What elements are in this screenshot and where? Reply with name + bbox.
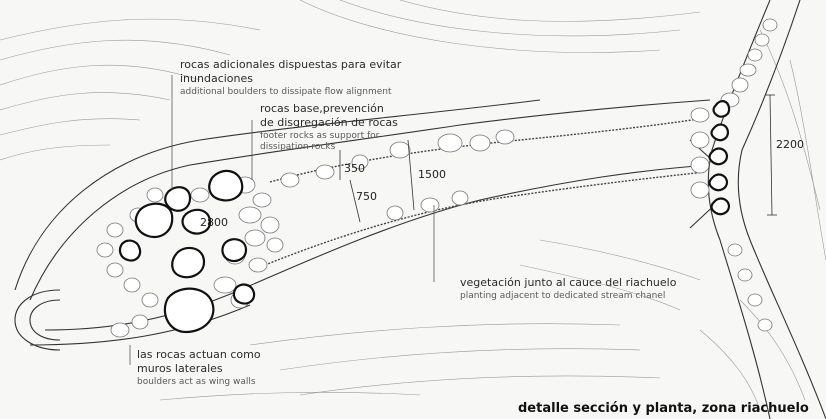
label-wing-walls-es-1: las rocas actuan como: [137, 348, 261, 361]
label-extra-rocks-es-2: inundaciones: [180, 72, 253, 85]
label-base-rocks-es-2: de disgregación de rocas: [260, 116, 398, 129]
annotations: rocas adicionales dispuestas para evitar…: [137, 58, 677, 387]
label-base-rocks-en-2: dissipation rocks: [260, 142, 336, 152]
dimension-2200: 2200: [776, 138, 804, 151]
dimension-350: 350: [344, 162, 365, 175]
dimension-1500: 1500: [418, 168, 446, 181]
label-base-rocks-en-1: footer rocks as support for: [260, 131, 380, 141]
dimension-values: 350 750 1500 2800 2200: [200, 138, 804, 229]
drawing-caption: detalle sección y planta, zona riachuelo: [518, 401, 809, 416]
dimension-lines: [339, 94, 777, 223]
label-wing-walls-en: boulders act as wing walls: [137, 377, 256, 387]
label-extra-rocks-en: additional boulders to dissipate flow al…: [180, 87, 392, 97]
label-extra-rocks-es-1: rocas adicionales dispuestas para evitar: [180, 58, 402, 71]
large-boulders: [118, 100, 731, 334]
label-vegetation-en: planting adjacent to dedicated stream ch…: [460, 291, 665, 301]
annotation-leaders: [129, 75, 435, 365]
label-vegetation-es: vegetación junto al cauce del riachuelo: [460, 276, 677, 289]
dimension-2800: 2800: [200, 216, 228, 229]
label-wing-walls-es-2: muros laterales: [137, 362, 223, 375]
pond-inlet: [14, 289, 61, 351]
dimension-750: 750: [356, 190, 377, 203]
label-base-rocks-es-1: rocas base,prevención: [260, 102, 384, 115]
